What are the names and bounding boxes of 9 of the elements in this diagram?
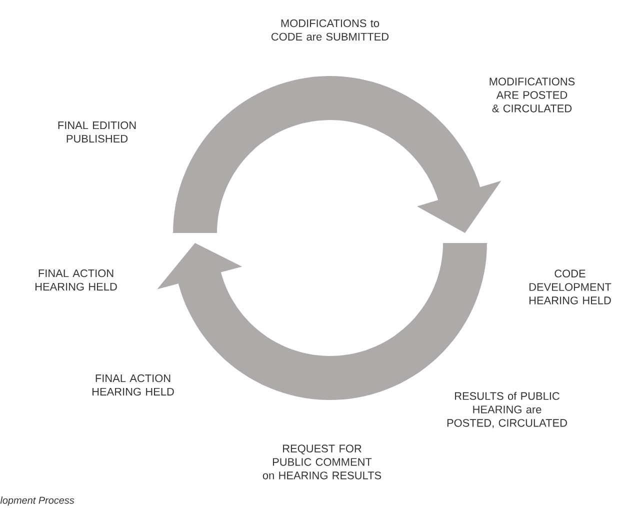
step-label: FINAL ACTION HEARING HELD bbox=[92, 374, 174, 396]
step-label: FINAL ACTION HEARING HELD bbox=[36, 269, 117, 291]
step-label: FINAL EDITION PUBLISHED bbox=[58, 121, 136, 143]
step-label: RESULTS of PUBLIC HEARING are POSTED, CIRCULATED bbox=[447, 392, 567, 428]
figure-caption: lopment Process bbox=[0, 496, 74, 506]
step-label: REQUEST FOR PUBLIC COMMENT on HEARING RESULTS bbox=[262, 444, 382, 480]
step-label: MODIFICATIONS ARE POSTED & CIRCULATED bbox=[490, 78, 575, 112]
step-label: MODIFICATIONS to CODE are SUBMITTED bbox=[272, 19, 389, 41]
step-label: CODE DEVELOPMENT HEARING HELD bbox=[530, 270, 612, 304]
